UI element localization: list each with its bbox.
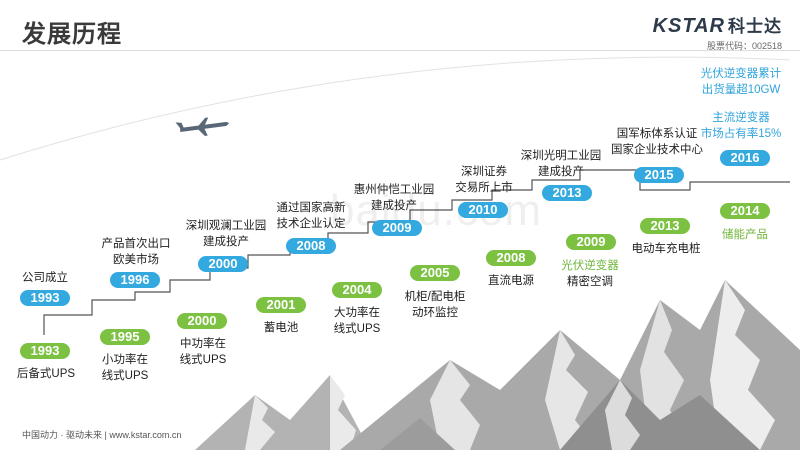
upper-label: 深圳证券交易所上市 [455, 166, 513, 194]
lower-label: 蓄电池 [263, 322, 299, 334]
lower-year-badge: 2000 [177, 313, 227, 329]
lower-year-badge: 2004 [332, 282, 382, 298]
lower-label: 电动车充电桩 [631, 243, 701, 255]
lower-year-badge: 2009 [566, 234, 616, 250]
upper-label: 国军标体系认证国家企业技术中心 [611, 128, 703, 156]
upper-year-badge: 1996 [110, 272, 160, 288]
upper-year-badge: 2016 [720, 150, 770, 166]
upper-year-badge: 1993 [20, 290, 70, 306]
page-title: 发展历程 [22, 21, 122, 48]
lower-year-badge: 2008 [486, 250, 536, 266]
upper-year-badge: 2015 [634, 167, 684, 183]
lower-year-badge: 2005 [410, 265, 460, 281]
lower-year-badge: 1993 [20, 343, 70, 359]
upper-label: 主流逆变器市场占有率15% [700, 112, 782, 140]
upper-label: 深圳观澜工业园建成投产 [185, 220, 267, 248]
lower-label: 小功率在线式UPS [101, 354, 149, 382]
upper-label: 惠州仲恺工业园建成投产 [353, 184, 435, 212]
lower-label: 储能产品 [722, 229, 768, 241]
upper-label: 深圳光明工业园建成投产 [520, 150, 602, 178]
lower-label: 机柜/配电柜动环监控 [404, 291, 466, 319]
staircase-line [43, 169, 790, 335]
lower-label: 精密空调 [567, 276, 613, 288]
mountain-illustration [195, 280, 800, 450]
upper-year-badge: 2008 [286, 238, 336, 254]
header-divider [0, 50, 800, 51]
lower-year-badge: 2013 [640, 218, 690, 234]
upper-year-badge: 2010 [458, 202, 508, 218]
upper-label: 光伏逆变器累计出货量超10GW [700, 68, 782, 96]
lower-year-badge: 2014 [720, 203, 770, 219]
lower-label: 大功率在线式UPS [333, 307, 381, 335]
lower-label: 后备式UPS [16, 368, 76, 380]
stock-code: 股票代码：002518 [706, 41, 782, 51]
upper-year-badge: 2000 [198, 256, 248, 272]
upper-label: 产品首次出口欧美市场 [101, 238, 171, 266]
airplane-icon [175, 117, 229, 136]
upper-year-badge: 2013 [542, 185, 592, 201]
lower-label: 直流电源 [488, 275, 534, 287]
lower-year-badge: 1995 [100, 329, 150, 345]
sky-arc [0, 56, 791, 161]
upper-label: 通过国家高新技术企业认定 [276, 202, 346, 230]
lower-label: 中功率在线式UPS [179, 338, 227, 366]
lower-label: 光伏逆变器 [561, 260, 619, 272]
upper-year-badge: 2009 [372, 220, 422, 236]
lower-year-badge: 2001 [256, 297, 306, 313]
upper-label: 公司成立 [22, 272, 68, 284]
footer-slogan: 中国动力 · 驱动未来 | www.kstar.com.cn [22, 430, 182, 440]
